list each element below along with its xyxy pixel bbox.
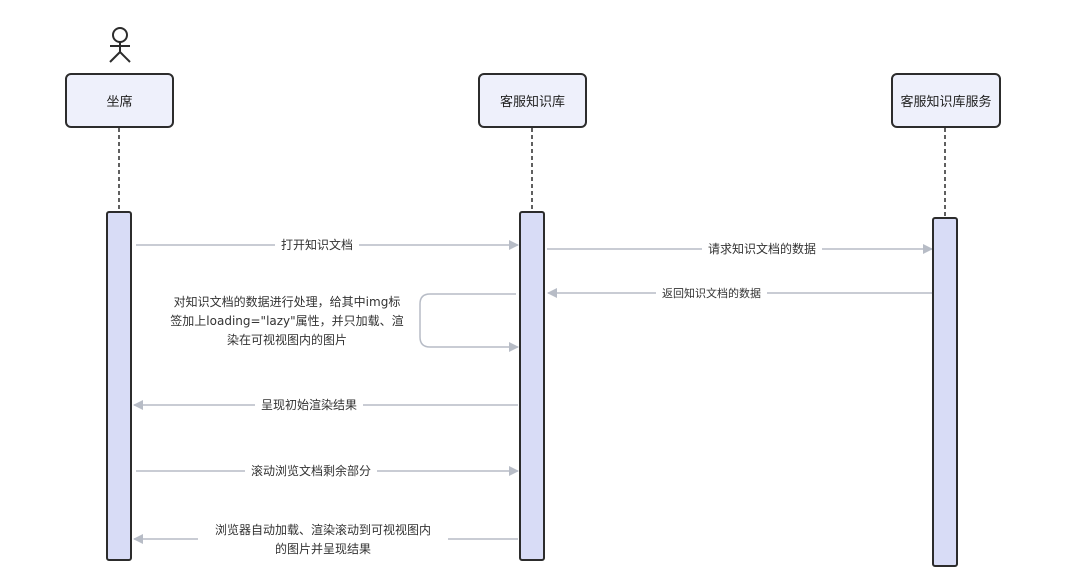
process-line-1: 对知识文档的数据进行处理，给其中img标 — [173, 295, 401, 309]
participant-kb-service-label: 客服知识库服务 — [900, 95, 992, 110]
activation-kb — [519, 211, 545, 561]
activation-kb-service — [932, 217, 958, 567]
arrow-self-process — [419, 293, 519, 352]
participant-kb: 客服知识库 — [478, 73, 587, 128]
message-scroll: 滚动浏览文档剩余部分 — [245, 463, 378, 479]
actor-icon — [109, 27, 131, 63]
participant-agent-label: 坐席 — [106, 95, 133, 110]
message-return-data: 返回知识文档的数据 — [656, 286, 767, 302]
lazy-load-line-1: 浏览器自动加载、渲染滚动到可视视图内 — [198, 521, 448, 540]
sequence-diagram: 坐席 客服知识库 客服知识库服务 打开知识文档 请求知识文档的数据 返回知识文档… — [65, 27, 1001, 567]
participant-kb-label: 客服知识库 — [499, 95, 565, 110]
message-process-data: 对知识文档的数据进行处理，给其中img标 签加上loading="lazy"属性… — [162, 293, 412, 350]
process-line-2: 签加上loading="lazy"属性，并只加载、渲 — [170, 314, 404, 328]
process-line-3: 染在可视视图内的图片 — [226, 333, 347, 347]
message-lazy-load: 浏览器自动加载、渲染滚动到可视视图内 的图片并呈现结果 — [198, 521, 448, 559]
participant-kb-service: 客服知识库服务 — [891, 73, 1001, 128]
message-initial-render: 呈现初始渲染结果 — [255, 397, 364, 413]
activation-agent — [106, 211, 132, 561]
lazy-load-line-2: 的图片并呈现结果 — [274, 542, 371, 556]
message-open-doc: 打开知识文档 — [275, 237, 360, 253]
message-request-data: 请求知识文档的数据 — [702, 241, 823, 257]
participant-agent: 坐席 — [65, 73, 174, 128]
